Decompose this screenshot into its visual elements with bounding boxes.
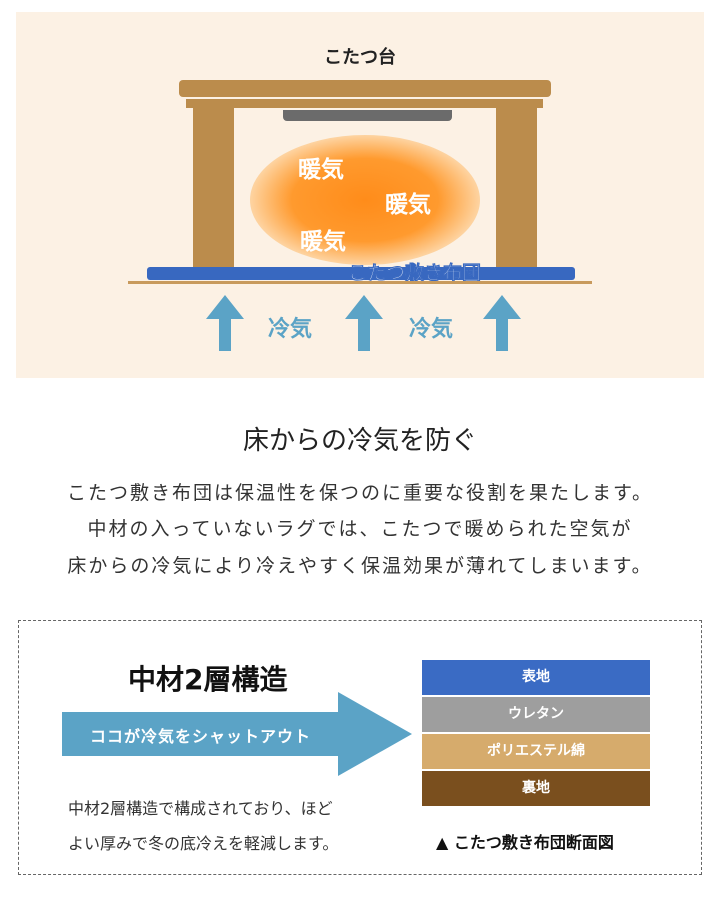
- table-top: [179, 80, 551, 97]
- kotatsu-mat: [147, 267, 575, 280]
- structure-box: [18, 620, 702, 875]
- layer-backing: 裏地: [422, 771, 650, 806]
- structure-desc: よい厚みで冬の底冷えを軽減します。: [68, 834, 339, 853]
- mat-label: こたつ敷き布団: [348, 262, 482, 285]
- layer-surface: 表地: [422, 660, 650, 695]
- table-leg-left: [193, 108, 234, 268]
- structure-desc: 中材2層構造で構成されており、ほど: [68, 799, 333, 818]
- warm-label: 暖気: [300, 229, 346, 255]
- cold-label: 冷気: [409, 317, 454, 342]
- layer-polyester: ポリエステル綿: [422, 734, 650, 769]
- arrow-up-icon: [206, 295, 244, 351]
- warm-label: 暖気: [298, 157, 344, 183]
- arrow-up-icon: [483, 295, 521, 351]
- body-line: 中材の入っていないラグでは、こたつで暖められた空気が: [87, 518, 633, 540]
- body-line: こたつ敷き布団は保温性を保つのに重要な役割を果たします。: [66, 482, 654, 504]
- arrow-label: ココが冷気をシャットアウト: [90, 727, 312, 746]
- layer-urethane: ウレタン: [422, 697, 650, 732]
- floor-line: [128, 281, 592, 284]
- arrow-up-icon: [345, 295, 383, 351]
- structure-heading: 中材2層構造: [128, 663, 288, 696]
- section-heading: 床からの冷気を防ぐ: [242, 426, 477, 456]
- cross-section-caption: ▲ こたつ敷き布団断面図: [436, 833, 614, 852]
- arrow-right-icon: [62, 692, 412, 776]
- warm-label: 暖気: [385, 192, 431, 218]
- diagram-title: こたつ台: [324, 47, 396, 68]
- heater-icon: [283, 110, 452, 121]
- warm-air-glow: [250, 135, 480, 265]
- table-rail: [186, 99, 543, 108]
- body-line: 床からの冷気により冷えやすく保温効果が薄れてしまいます。: [67, 555, 653, 577]
- table-leg-right: [496, 108, 537, 268]
- cold-label: 冷気: [268, 317, 313, 342]
